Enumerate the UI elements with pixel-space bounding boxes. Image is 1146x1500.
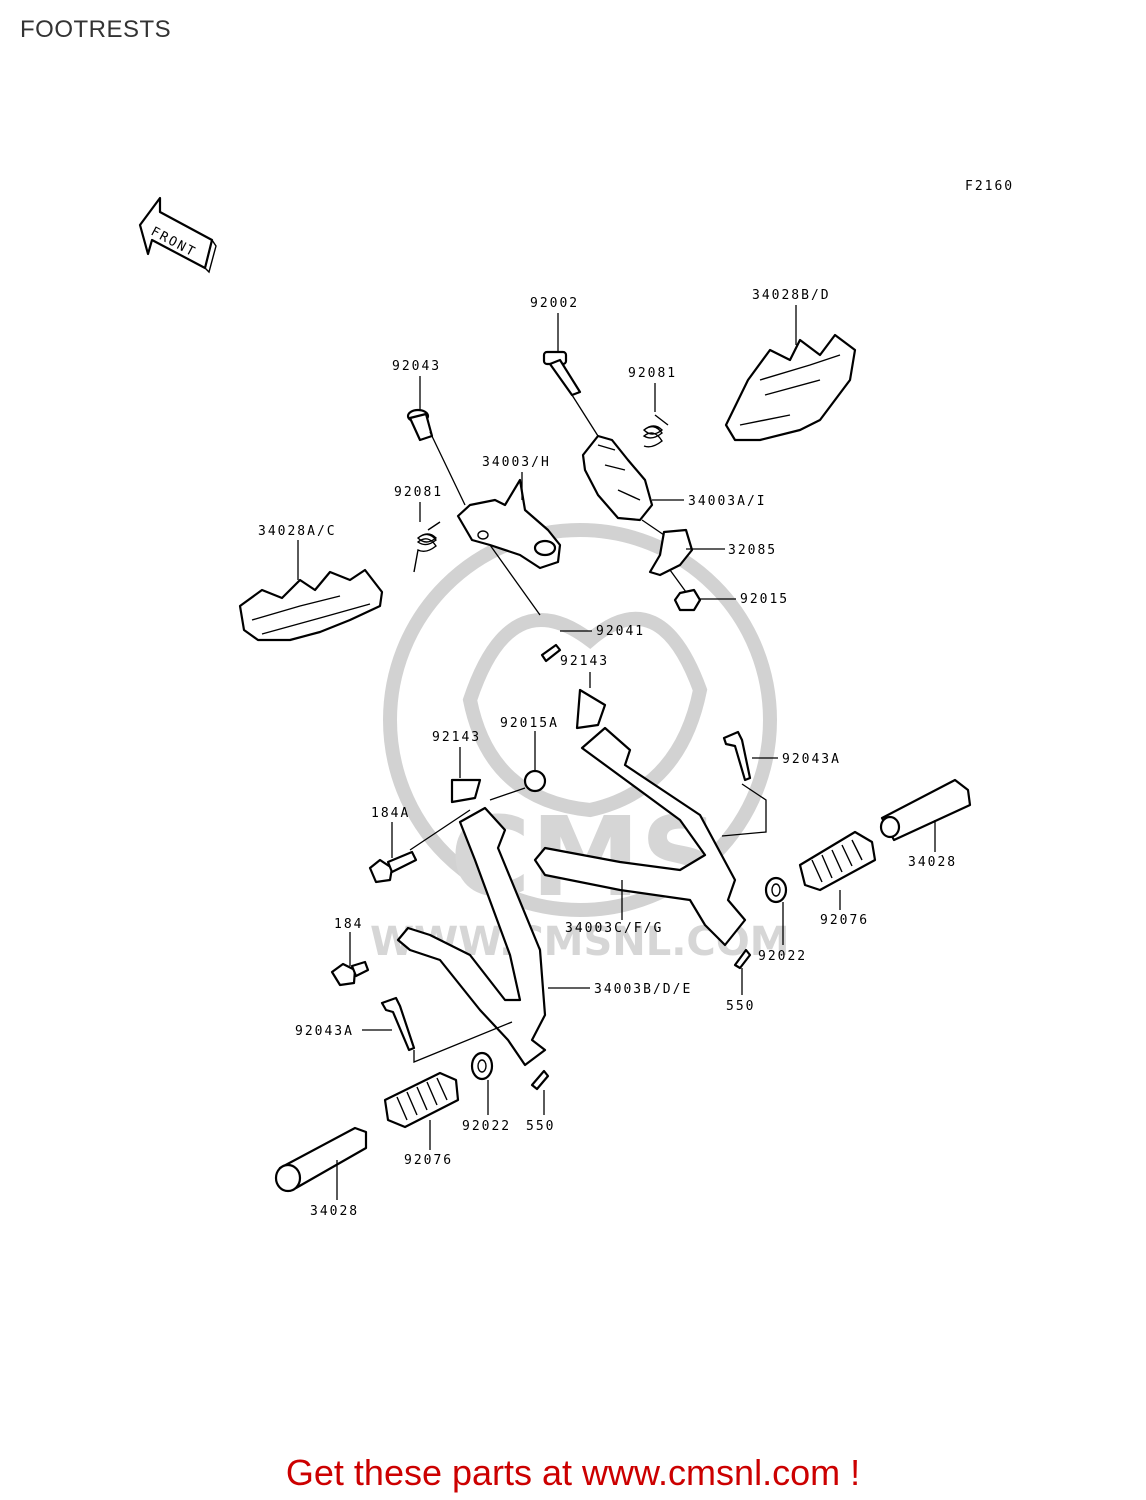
nut-92015-icon [673, 588, 702, 612]
part-label: 92076 [820, 913, 869, 928]
part-label: 34003/H [482, 455, 551, 470]
part-label: 34028B/D [752, 288, 831, 303]
cotter-550-right-icon [733, 948, 752, 970]
part-label: 184A [371, 806, 410, 821]
part-label: 92076 [404, 1153, 453, 1168]
part-label: 92022 [758, 949, 807, 964]
part-label: 34003B/D/E [594, 982, 692, 997]
part-label: 34028 [908, 855, 957, 870]
step-bracket-right-icon [533, 726, 747, 947]
part-label: 34003C/F/G [565, 921, 663, 936]
part-label: 34028 [310, 1204, 359, 1219]
bolt-184-icon [330, 960, 370, 987]
page-title: FOOTRESTS [20, 16, 172, 43]
sleeve-lower-icon [274, 1126, 368, 1193]
clip-92143-lower-icon [450, 778, 482, 804]
part-label: 92043A [782, 752, 841, 767]
part-label: 34028A/C [258, 524, 337, 539]
part-label: 92015 [740, 592, 789, 607]
part-labels: 92002 34028B/D 92043 92081 34003/H 92081… [258, 288, 957, 1219]
bracket-left-icon [456, 478, 562, 570]
part-label: 92143 [432, 730, 481, 745]
part-label: 32085 [728, 543, 777, 558]
leader-lines [297, 305, 936, 1200]
step-bracket-left-icon [396, 806, 547, 1067]
part-label: 550 [526, 1119, 555, 1134]
pin-92043-icon [406, 408, 434, 442]
front-arrow-icon: FRONT [138, 196, 217, 274]
promo-link[interactable]: Get these parts at www.cmsnl.com ! [285, 1452, 861, 1493]
spring-right-icon [642, 414, 669, 448]
part-label: 92143 [560, 654, 609, 669]
washer-right-icon [764, 876, 788, 904]
part-label: 92041 [596, 624, 645, 639]
rubber-lower-icon [383, 1071, 460, 1129]
pin-92002-icon [542, 350, 582, 397]
spring-left-icon [413, 521, 441, 573]
part-label: 34003A/I [688, 494, 767, 509]
part-label: 92015A [500, 716, 559, 731]
bracket-right-icon [581, 434, 654, 522]
parts-diagram: CMS WWW.CMSNL.COM F2160 FRONT [138, 179, 1014, 1219]
footpeg-left-icon [238, 568, 384, 642]
part-label: 92022 [462, 1119, 511, 1134]
washer-lower-icon [470, 1051, 494, 1081]
part-label: 92081 [394, 485, 443, 500]
part-label: 92002 [530, 296, 579, 311]
bolt-184A-icon [368, 850, 418, 884]
sleeve-right-icon [879, 778, 972, 842]
rubber-right-icon [798, 830, 877, 892]
part-label: 92043A [295, 1024, 354, 1039]
cotter-550-lower-icon [530, 1069, 550, 1091]
part-label: 92081 [628, 366, 677, 381]
nut-92015A-icon [523, 769, 547, 793]
clip-92143-upper-icon [575, 688, 607, 730]
cotter-pin-92041-icon [540, 643, 562, 663]
pin-92043A-upper-icon [722, 730, 752, 782]
footpeg-right-icon [724, 333, 857, 442]
pin-92043A-lower-icon [380, 996, 416, 1052]
figure-code: F2160 [965, 179, 1014, 194]
part-label: 92043 [392, 359, 441, 374]
part-label: 184 [334, 917, 363, 932]
part-label: 550 [726, 999, 755, 1014]
